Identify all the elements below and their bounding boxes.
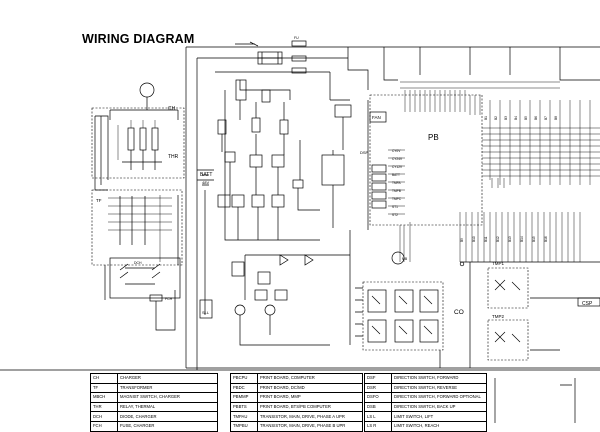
legend-code: PBBTS	[230, 401, 258, 413]
csp-label: CSP	[582, 301, 593, 307]
thr-label: THR	[168, 154, 179, 160]
bus-label: B2	[494, 116, 498, 120]
legend-code: TMPAU	[230, 411, 258, 422]
bus-label: B15	[532, 236, 536, 242]
sll-label: SLL	[202, 310, 210, 315]
tmp2-label: TMP2	[492, 314, 504, 319]
pb-label: PB	[428, 133, 439, 142]
wiring-diagram: PB CH THR TF BATT 48V CO CSP FAN TMP1 TM…	[0, 36, 600, 423]
legend-code: CH	[90, 373, 118, 384]
legend-code: PBCPU	[230, 373, 258, 384]
legend-desc: DIODE, CHARGER	[117, 411, 218, 422]
legend-desc: CHARGER	[117, 373, 218, 384]
pb-terminal: CY12V	[392, 165, 403, 169]
ch-label: CH	[168, 106, 176, 112]
relay-section	[197, 79, 352, 346]
bus-label: B12	[496, 236, 500, 242]
legend-desc: TRANSISTOR, MAIN, DRIVE, PHASE A UPR	[257, 411, 363, 422]
legend-desc: PRINT BOARD, DC/MD	[257, 382, 363, 394]
bus-label: B9	[460, 238, 464, 242]
diagram-title: WIRING DIAGRAM	[82, 32, 195, 46]
transistor-module	[355, 281, 444, 351]
bus-label: B14	[520, 236, 524, 242]
legend-desc: DIRECTION SWITCH, FORWARD	[391, 373, 487, 384]
bus-label: B4	[514, 116, 518, 120]
bus-label: B13	[508, 236, 512, 242]
legend-code: LS L	[364, 411, 392, 422]
batt-label: BATT	[200, 172, 212, 178]
legend-desc: PRINT BOARD, COMPUTER	[257, 373, 363, 384]
tmp-section	[439, 261, 600, 368]
fan-label: FAN	[372, 115, 381, 120]
dch-label: DCH	[134, 261, 142, 265]
bus-label: B11	[484, 236, 488, 242]
pb-terminal: TMPA	[392, 181, 401, 185]
legend-code: TF	[90, 382, 118, 394]
bus-label: B16	[544, 236, 548, 242]
legend-code: THR	[90, 401, 118, 413]
pb-terminal: ST1	[392, 205, 398, 209]
bus-labels: B1 B2 B3 B4 B5 B6 B7 B8 B9 B10 B11 B12 B…	[460, 116, 558, 242]
legend-desc: LIMIT SWITCH, LIFT	[391, 411, 487, 422]
pb-terminal-labels: CY0V CY24V CY12V BATT TMPA TMPB TMPC ST1…	[392, 149, 403, 217]
tf-label: TF	[96, 198, 102, 203]
legend-desc: MAGNIST SWITCH, CHARGER	[117, 392, 218, 403]
legend-desc: PRINT BOARD, BTS/PB COMPUTER	[257, 401, 363, 413]
legend-code: DSFO	[364, 392, 392, 403]
pb-terminal: CY24V	[392, 157, 403, 161]
pb-terminal: ST2	[392, 213, 398, 217]
bus-label: B7	[544, 116, 548, 120]
legend-code: PBDC	[230, 382, 258, 394]
legend-desc: DIRECTION SWITCH, BACK UP	[391, 401, 487, 413]
bus-label: B5	[524, 116, 528, 120]
bus-label: B8	[554, 116, 558, 120]
charger-section	[91, 82, 185, 331]
main-wiring	[185, 40, 600, 370]
bus-label: B1	[484, 116, 488, 120]
fu-label: FU	[294, 36, 299, 40]
batt-voltage-label: 48V	[202, 180, 209, 185]
dsp-label: DSP	[360, 150, 369, 155]
legend-desc: DIRECTION SWITCH, REVERSE	[391, 382, 487, 394]
legend-code: DCH	[90, 411, 118, 422]
legend-desc: DIRECTION SWITCH, FORWARD OPTIONAL	[391, 392, 487, 403]
legend-desc: TRANSFORMER	[117, 382, 218, 394]
mb-label: MB	[402, 257, 408, 261]
pb-terminal: TMPC	[392, 197, 402, 201]
legend-code: MBCH	[90, 392, 118, 403]
pb-terminal: TMPB	[392, 189, 401, 193]
legend-desc: PRINT BOARD, MMP	[257, 392, 363, 403]
pb-terminal: BATT	[392, 173, 400, 177]
legend-code: DSB	[364, 401, 392, 413]
legend-code: DSR	[364, 382, 392, 394]
tmp1-label: TMP1	[492, 261, 504, 266]
fch-label: FCH	[165, 297, 173, 301]
bus-label: B10	[472, 236, 476, 242]
legend-desc: RELAY, THERMAL	[117, 401, 218, 413]
print-board	[369, 81, 600, 265]
component-labels: PB CH THR TF BATT 48V CO CSP FAN TMP1 TM…	[96, 36, 593, 319]
co-label: CO	[454, 309, 464, 316]
legend-code: DSF	[364, 373, 392, 384]
pb-terminal: CY0V	[392, 149, 401, 153]
bus-label: B3	[504, 116, 508, 120]
bus-label: B6	[534, 116, 538, 120]
legend-code: PBMMP	[230, 392, 258, 403]
